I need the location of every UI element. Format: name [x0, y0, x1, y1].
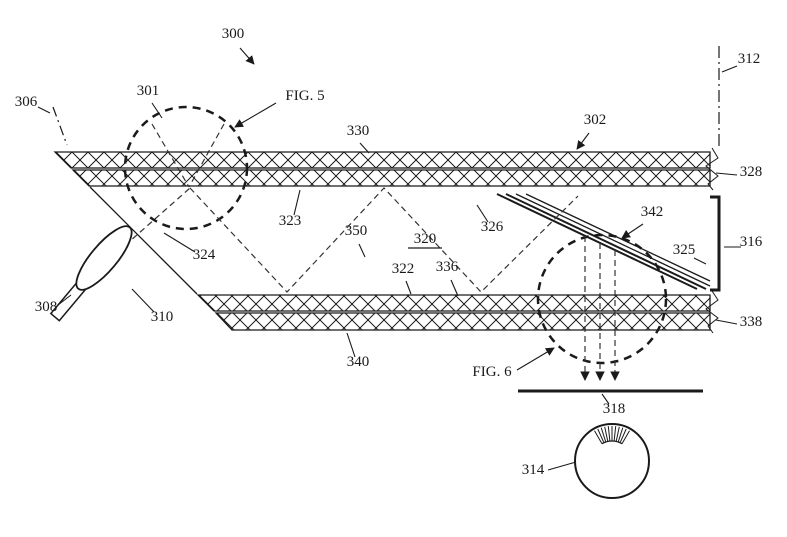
ref-label-300: 300 — [222, 26, 245, 42]
ref-label-301: 301 — [137, 83, 160, 99]
detail-circle-fig6 — [536, 233, 668, 365]
input-slant-edge-324 — [89, 186, 198, 295]
leader-325 — [693, 257, 707, 265]
ref-label-310: 310 — [151, 309, 174, 325]
leader-300 — [239, 47, 255, 65]
bottom-outer-cladding-340 — [214, 312, 711, 331]
section-lines — [52, 46, 720, 150]
ref-label-336: 336 — [436, 259, 459, 275]
leader-fig5 — [234, 102, 277, 128]
collimating-lens-assembly — [49, 225, 133, 322]
leader-330 — [359, 142, 370, 154]
ref-label-322: 322 — [392, 261, 415, 277]
mirror-line-2 — [505, 193, 707, 290]
light-rays — [94, 123, 620, 381]
section-line-306 — [52, 106, 68, 146]
ref-label-328: 328 — [740, 164, 763, 180]
leader-301 — [151, 102, 163, 119]
tir-zigzag-ray-350 — [189, 187, 579, 293]
break-marks — [705, 147, 719, 334]
top-inner-cladding-323 — [71, 169, 711, 187]
ref-label-326: 326 — [481, 219, 504, 235]
mirror-line-4 — [525, 193, 711, 282]
leader-314 — [547, 461, 577, 471]
ref-label-330: 330 — [347, 123, 370, 139]
mirror-line-3 — [515, 193, 711, 287]
ref-label-340: 340 — [347, 354, 370, 370]
waveguide-layers — [53, 151, 711, 331]
break-mark-bottom — [705, 290, 719, 334]
break-mark-top — [705, 147, 719, 191]
bottom-inner-cladding-336 — [196, 294, 711, 312]
leader-350 — [358, 243, 366, 258]
top-outer-cladding-330 — [53, 151, 711, 169]
outcoupler-mirrors — [496, 193, 711, 290]
ref-label-302: 302 — [584, 112, 607, 128]
labels: 300 301 FIG. 5 330 302 312 306 328 323 3… — [15, 26, 763, 478]
callout-fig5: FIG. 5 — [285, 88, 324, 104]
leader-338 — [715, 319, 738, 325]
leader-308 — [57, 294, 72, 306]
callout-fig6: FIG. 6 — [472, 364, 512, 380]
incoupled-ray-a — [151, 123, 190, 188]
lens-310 — [75, 225, 133, 291]
leader-326 — [476, 204, 489, 223]
ref-label-325: 325 — [673, 242, 696, 258]
iris-fan-lines — [594, 426, 630, 444]
ref-label-350: 350 — [345, 223, 368, 239]
iris-arc — [601, 440, 623, 445]
leader-336 — [450, 279, 459, 297]
ref-label-323: 323 — [279, 213, 302, 229]
ref-label-316: 316 — [740, 234, 763, 250]
ref-label-306: 306 — [15, 94, 38, 110]
leader-fig6 — [516, 347, 555, 371]
leader-323 — [293, 189, 301, 216]
leader-342 — [621, 223, 644, 239]
mirror-line-1 — [496, 193, 698, 290]
ref-label-338: 338 — [740, 314, 763, 330]
ref-label-324: 324 — [193, 247, 216, 263]
leader-310 — [131, 288, 155, 313]
ref-label-342: 342 — [641, 204, 664, 220]
eyeball — [574, 423, 650, 499]
leader-322 — [405, 280, 412, 295]
leader-lines — [37, 47, 741, 471]
detail-circle-fig5 — [123, 105, 249, 231]
ref-label-318: 318 — [603, 401, 626, 417]
leader-340 — [346, 332, 356, 358]
leader-302 — [576, 132, 590, 150]
eye-314 — [574, 423, 650, 499]
bracket-316 — [710, 195, 721, 292]
ref-label-308: 308 — [35, 299, 58, 315]
ref-label-312: 312 — [738, 51, 761, 67]
ref-label-320: 320 — [414, 231, 437, 247]
incoupled-ray-b — [188, 123, 225, 188]
leader-306 — [37, 106, 51, 114]
leader-328 — [715, 172, 738, 176]
leader-312 — [721, 65, 738, 73]
leader-324 — [163, 232, 196, 253]
leader-318 — [601, 393, 610, 405]
ref-label-314: 314 — [522, 462, 545, 478]
